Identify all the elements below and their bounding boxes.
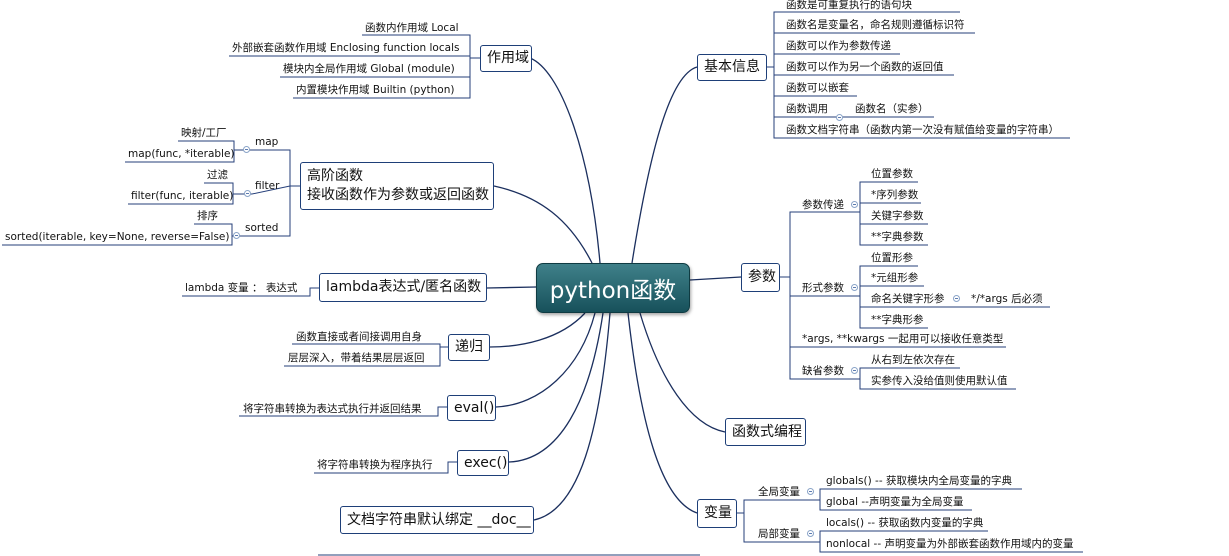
- basic-info-6[interactable]: 函数调用: [786, 103, 828, 115]
- var-globals-func: globals() -- 获取模块内全局变量的字典: [826, 475, 1012, 487]
- basic-info-1: 函数是可重复执行的语句块: [786, 0, 912, 11]
- params-args-note: *args, **kwargs 一起用可以接收任意类型: [802, 333, 1004, 345]
- scope-global: 模块内全局作用域 Global (module): [283, 63, 455, 75]
- higher-order-title: 高阶函数: [307, 168, 363, 184]
- call-collapse-icon[interactable]: [836, 114, 843, 121]
- formal-positional: 位置形参: [871, 252, 913, 264]
- var-locals-func: locals() -- 获取函数内变量的字典: [826, 517, 984, 529]
- default-collapse-icon[interactable]: [851, 367, 858, 374]
- var-global[interactable]: 全局变量: [758, 486, 800, 498]
- map-signature: map(func, *iterable): [128, 148, 235, 160]
- passing-positional: 位置参数: [871, 168, 913, 180]
- scope-builtin: 内置模块作用域 Builtin (python): [296, 84, 455, 96]
- default-item-2: 实参传入没给值则使用默认值: [871, 375, 1008, 387]
- global-collapse-icon[interactable]: [807, 488, 814, 495]
- passing-keyword: 关键字参数: [871, 210, 924, 222]
- topic-exec[interactable]: exec(): [457, 450, 509, 476]
- passing-sequence: *序列参数: [871, 189, 919, 201]
- topic-higher-order[interactable]: 高阶函数 接收函数作为参数或返回函数: [300, 162, 494, 210]
- basic-info-5: 函数可以嵌套: [786, 82, 849, 94]
- named-keyword-collapse-icon[interactable]: [953, 295, 960, 302]
- map-desc: 映射/工厂: [181, 127, 227, 139]
- basic-info-3: 函数可以作为参数传递: [786, 40, 891, 52]
- scope-local: 函数内作用域 Local: [365, 22, 459, 34]
- basic-info-2: 函数名是变量名，命名规则遵循标识符: [786, 19, 965, 31]
- params-passing[interactable]: 参数传递: [802, 199, 844, 211]
- formal-collapse-icon[interactable]: [851, 284, 858, 291]
- topic-variables[interactable]: 变量: [697, 499, 737, 528]
- formal-tuple: *元组形参: [871, 272, 919, 284]
- topic-basic-info[interactable]: 基本信息: [697, 54, 767, 81]
- exec-desc: 将字符串转换为程序执行: [317, 459, 433, 471]
- var-local[interactable]: 局部变量: [758, 528, 800, 540]
- filter-desc: 过滤: [207, 169, 228, 181]
- basic-info-7: 函数文档字符串（函数内第一次没有赋值给变量的字符串）: [786, 124, 1059, 136]
- default-item-1: 从右到左依次存在: [871, 354, 955, 366]
- map-node[interactable]: map: [255, 136, 279, 148]
- topic-params[interactable]: 参数: [741, 263, 780, 292]
- topic-recursion[interactable]: 递归: [448, 334, 490, 361]
- topic-lambda[interactable]: lambda表达式/匿名函数: [319, 273, 487, 302]
- sorted-collapse-icon[interactable]: [233, 232, 240, 239]
- scope-enclosing: 外部嵌套函数作用域 Enclosing function locals: [232, 42, 460, 54]
- recursion-desc-1: 函数直接或者间接调用自身: [296, 331, 422, 343]
- topic-doc[interactable]: 文档字符串默认绑定 __doc__: [340, 506, 534, 534]
- topic-scope[interactable]: 作用域: [480, 45, 532, 72]
- map-collapse-icon[interactable]: [243, 146, 250, 153]
- params-formal[interactable]: 形式参数: [802, 282, 844, 294]
- topic-eval[interactable]: eval(): [447, 395, 496, 421]
- passing-collapse-icon[interactable]: [851, 201, 858, 208]
- lambda-syntax: lambda 变量 ： 表达式: [185, 282, 298, 294]
- central-topic[interactable]: python函数: [536, 263, 690, 313]
- sorted-node[interactable]: sorted: [245, 222, 279, 234]
- filter-collapse-icon[interactable]: [244, 190, 251, 197]
- var-global-kw: global --声明变量为全局变量: [826, 496, 964, 508]
- var-nonlocal-kw: nonlocal -- 声明变量为外部嵌套函数作用域内的变量: [826, 538, 1074, 550]
- basic-info-call-child: 函数名（实参）: [855, 103, 929, 115]
- params-default[interactable]: 缺省参数: [802, 365, 844, 377]
- recursion-desc-2: 层层深入，带着结果层层返回: [288, 352, 425, 364]
- eval-desc: 将字符串转换为表达式执行并返回结果: [243, 403, 422, 415]
- formal-dict: **字典形参: [871, 314, 924, 326]
- topic-functional[interactable]: 函数式编程: [725, 418, 806, 446]
- basic-info-4: 函数可以作为另一个函数的返回值: [786, 61, 944, 73]
- formal-named-keyword-note: */*args 后必须: [971, 293, 1043, 305]
- passing-dict: **字典参数: [871, 231, 924, 243]
- filter-node[interactable]: filter: [255, 180, 280, 192]
- sorted-signature: sorted(iterable, key=None, reverse=False…: [5, 231, 230, 243]
- higher-order-desc: 接收函数作为参数或返回函数: [307, 187, 489, 203]
- filter-signature: filter(func, iterable): [131, 190, 234, 202]
- formal-named-keyword[interactable]: 命名关键字形参: [871, 293, 945, 305]
- local-collapse-icon[interactable]: [807, 530, 814, 537]
- sorted-desc: 排序: [197, 210, 218, 222]
